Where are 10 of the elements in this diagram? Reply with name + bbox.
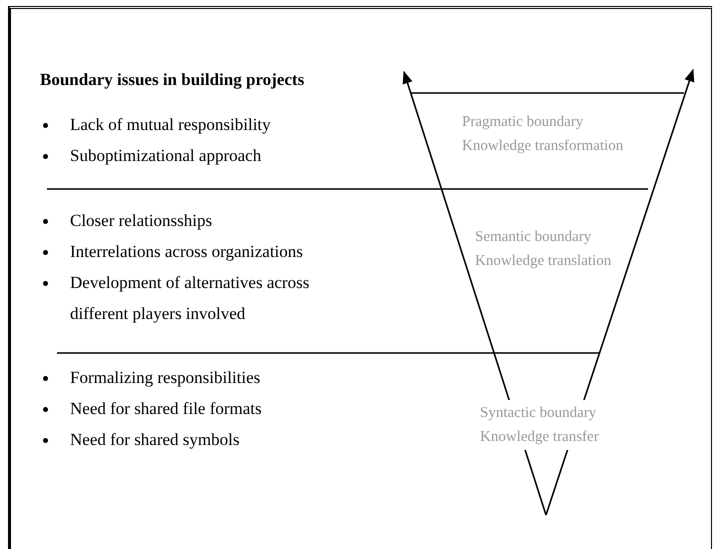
bullet-item: Formalizing responsibilities — [70, 367, 262, 389]
bullet-item: Lack of mutual responsibility — [70, 114, 272, 136]
title: Boundary issues in building projects — [40, 70, 304, 90]
bullet-item: Closer relationsships — [70, 210, 214, 232]
bullet-item: Suboptimizational approach — [70, 145, 262, 167]
bullet-item: Development of alternatives across different players involved — [70, 272, 310, 325]
bullet-item: Interrelations across organizations — [70, 241, 304, 263]
bullet-item: Need for shared file formats — [70, 398, 263, 420]
bullet-item: Need for shared symbols — [70, 429, 240, 451]
boundary-label: Knowledge transfer — [477, 424, 602, 450]
